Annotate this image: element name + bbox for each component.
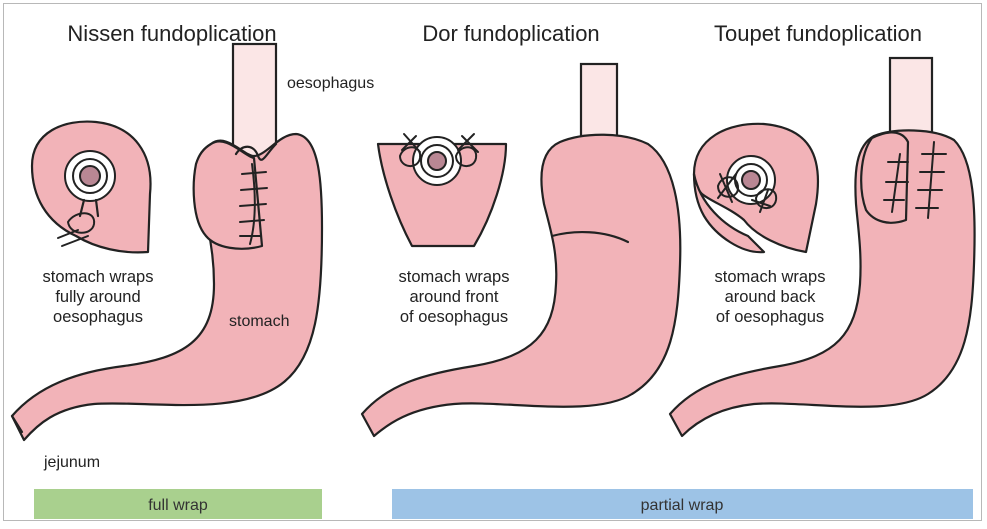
fundoplication-diagram: Nissen fundoplication Dor fundoplication…	[4, 4, 983, 522]
label-stomach: stomach	[229, 313, 289, 330]
title-nissen: Nissen fundoplication	[67, 21, 276, 46]
toupet-cross-section	[694, 124, 818, 252]
caption-nissen-1: stomach wraps	[43, 268, 154, 286]
partial-wrap-label: partial wrap	[641, 497, 724, 514]
nissen-oesophagus	[233, 44, 276, 164]
full-wrap-bar: full wrap	[34, 489, 322, 519]
caption-toupet-1: stomach wraps	[715, 268, 826, 286]
caption-toupet-2: around back	[725, 288, 817, 306]
nissen-stomach	[12, 44, 322, 440]
caption-dor-3: of oesophagus	[400, 308, 508, 326]
diagram-frame: Nissen fundoplication Dor fundoplication…	[3, 3, 982, 521]
caption-nissen-3: oesophagus	[53, 308, 143, 326]
nissen-cross-section	[32, 122, 151, 253]
caption-toupet-3: of oesophagus	[716, 308, 824, 326]
caption-dor-2: around front	[410, 288, 499, 306]
full-wrap-label: full wrap	[148, 497, 208, 514]
dor-stomach	[362, 64, 680, 436]
caption-nissen-2: fully around	[55, 288, 140, 306]
title-dor: Dor fundoplication	[422, 21, 599, 46]
toupet-stomach	[670, 58, 975, 436]
partial-wrap-bar: partial wrap	[392, 489, 973, 519]
label-jejunum: jejunum	[43, 454, 100, 471]
dor-oesophagus	[581, 64, 617, 136]
caption-dor-1: stomach wraps	[399, 268, 510, 286]
dor-cross-section	[378, 134, 506, 246]
title-toupet: Toupet fundoplication	[714, 21, 922, 46]
label-oesophagus: oesophagus	[287, 75, 374, 92]
